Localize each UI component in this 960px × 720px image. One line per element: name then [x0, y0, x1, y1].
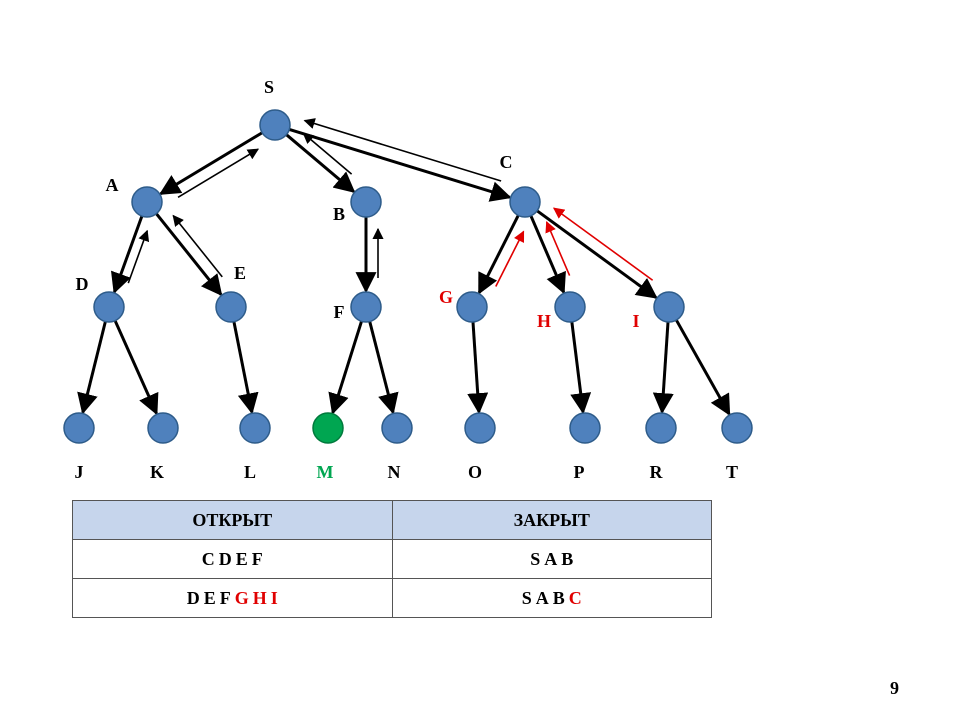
open-list-item: I: [270, 587, 278, 608]
closed-list-item: S: [530, 548, 541, 569]
node-g: [456, 291, 488, 323]
edge-c-g: [477, 214, 520, 295]
edge-e-l: [232, 321, 259, 415]
edge-i-r: [652, 321, 674, 415]
node-label-b: B: [332, 204, 346, 224]
open-list-item: D: [186, 587, 200, 608]
node-o: [464, 412, 496, 444]
closed-column-header: ЗАКРЫТ: [391, 500, 712, 540]
edge-s-a: [158, 131, 263, 196]
return-arrow-b-s: [302, 132, 353, 175]
node-l: [239, 412, 271, 444]
open-list-item: E: [203, 587, 216, 608]
node-label-g: G: [438, 287, 454, 307]
open-list-item: F: [219, 587, 231, 608]
node-label-f: F: [333, 302, 345, 322]
node-m: [312, 412, 344, 444]
closed-list-item: B: [552, 587, 565, 608]
node-label-s: S: [263, 77, 275, 97]
node-label-m: M: [316, 462, 334, 482]
open-list-item: G: [234, 587, 249, 608]
return-arrow-a-s: [177, 148, 260, 199]
node-c: [509, 186, 541, 218]
node-label-j: J: [74, 462, 84, 482]
node-label-k: K: [149, 462, 165, 482]
edge-c-h: [529, 215, 566, 295]
node-label-r: R: [649, 462, 663, 482]
traversal-arrows: [127, 118, 654, 287]
node-r: [645, 412, 677, 444]
return-arrow-g-c: [495, 230, 525, 287]
node-j: [63, 412, 95, 444]
return-arrow-c-s: [303, 118, 502, 182]
open-list-item: H: [252, 587, 267, 608]
return-arrow-d-a: [127, 229, 150, 284]
edge-s-c: [288, 127, 512, 202]
edge-f-n: [368, 321, 399, 415]
return-arrow-h-c: [545, 221, 571, 276]
node-label-a: A: [105, 175, 119, 195]
open-list-item: D: [218, 548, 232, 569]
node-d: [93, 291, 125, 323]
node-f: [350, 291, 382, 323]
edge-h-p: [570, 321, 592, 415]
node-label-d: D: [75, 274, 89, 294]
edge-c-i: [536, 209, 658, 299]
table-header-row: ОТКРЫТ ЗАКРЫТ: [72, 500, 712, 540]
node-label-i: I: [632, 311, 640, 331]
node-label-e: E: [233, 263, 247, 283]
edge-f-m: [328, 320, 363, 415]
open-list-item: C: [201, 548, 215, 569]
return-arrow-i-c: [552, 207, 654, 281]
edge-a-e: [155, 212, 223, 297]
return-arrow-e-a: [172, 214, 223, 278]
node-label-n: N: [387, 462, 401, 482]
node-label-h: H: [536, 311, 552, 331]
node-s: [259, 109, 291, 141]
edge-s-b: [285, 133, 356, 194]
open-list-item: E: [235, 548, 248, 569]
page-number: 9: [890, 678, 899, 698]
node-label-p: P: [573, 462, 585, 482]
closed-list-item: C: [568, 587, 582, 608]
edge-d-j: [77, 321, 107, 415]
closed-list-item: A: [544, 548, 558, 569]
node-i: [653, 291, 685, 323]
node-label-o: O: [467, 462, 483, 482]
node-label-c: C: [499, 152, 513, 172]
tree-edges: [77, 127, 731, 416]
node-e: [215, 291, 247, 323]
node-p: [569, 412, 601, 444]
node-a: [131, 186, 163, 218]
edge-d-k: [113, 320, 159, 416]
edge-g-o: [467, 321, 489, 415]
node-t: [721, 412, 753, 444]
node-label-t: T: [725, 462, 739, 482]
node-label-l: L: [243, 462, 257, 482]
edge-i-t: [675, 319, 731, 416]
node-k: [147, 412, 179, 444]
edge-a-d: [111, 215, 144, 294]
node-n: [381, 412, 413, 444]
open-column-header: ОТКРЫТ: [72, 500, 393, 540]
closed-list-item: S: [521, 587, 532, 608]
node-b: [350, 186, 382, 218]
open-list-item: F: [251, 548, 263, 569]
tree-nodes: [63, 109, 753, 444]
node-h: [554, 291, 586, 323]
closed-list-item: A: [535, 587, 549, 608]
closed-list-item: B: [561, 548, 574, 569]
